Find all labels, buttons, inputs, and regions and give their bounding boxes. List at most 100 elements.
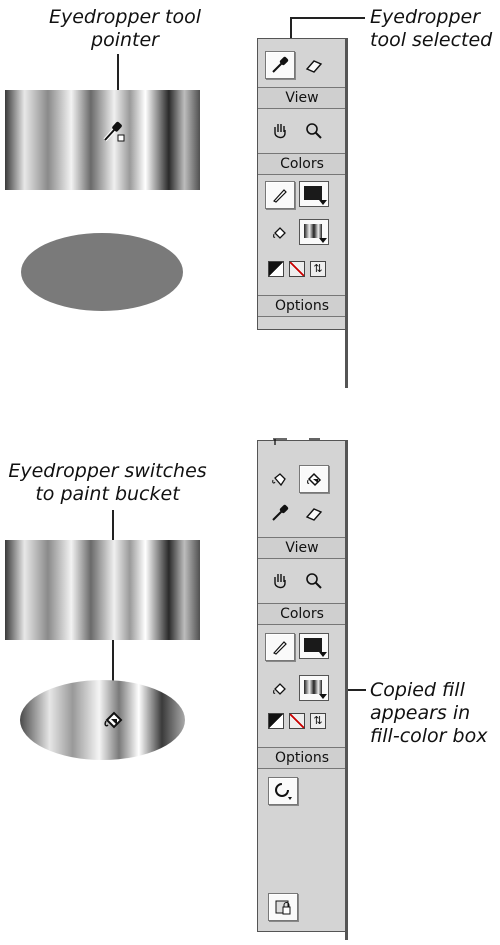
panel-border: [345, 440, 348, 940]
default-colors-button[interactable]: [268, 261, 284, 277]
lasso-tool-button[interactable]: [265, 435, 295, 449]
eyedropper-pointer-icon: [102, 117, 126, 148]
smoothing-icon: [275, 783, 292, 800]
gap-size-button[interactable]: [268, 777, 298, 805]
fill-color-label: [265, 675, 295, 703]
stroke-color-row: [265, 181, 329, 209]
section-view: View: [258, 87, 346, 109]
paint-bucket-icon: [273, 683, 286, 695]
fill-gradient-swatch: [304, 224, 322, 238]
section-options: Options: [258, 747, 346, 769]
no-color-button[interactable]: [289, 713, 305, 729]
eyedropper-tool-button[interactable]: [265, 51, 295, 79]
callout-line: appears in: [370, 702, 471, 724]
callout-line: Copied fill: [370, 679, 465, 701]
callout-line: tool selected: [370, 29, 493, 51]
chevron-down-icon: [319, 200, 327, 205]
lasso-icon: [273, 438, 287, 445]
options-row: [268, 777, 298, 805]
ink-bottle-tool-button[interactable]: [265, 465, 295, 493]
hand-icon: [274, 124, 286, 139]
section-colors: Colors: [258, 603, 346, 625]
chevron-down-icon: [319, 694, 327, 699]
eyedropper-icon: [272, 504, 289, 521]
callout-line: Eyedropper tool: [48, 6, 202, 28]
section-view: View: [258, 537, 346, 559]
tool-row: [265, 499, 329, 527]
swap-colors-button[interactable]: ⇅: [310, 713, 326, 729]
callout-line: pointer: [91, 29, 159, 51]
eraser-icon: [305, 508, 323, 521]
swap-colors-icon: ⇅: [313, 715, 323, 727]
leader-line: [338, 689, 366, 691]
fill-color-row: [265, 219, 329, 247]
callout-line: Eyedropper: [370, 6, 481, 28]
tool-row: [265, 567, 329, 595]
ink-bottle-icon: [272, 473, 286, 487]
swap-colors-icon: ⇅: [313, 263, 323, 275]
leader-line: [117, 54, 119, 124]
gray-ellipse: [21, 233, 183, 311]
color-mode-row: ⇅: [268, 713, 326, 729]
stroke-color-label: [265, 633, 295, 661]
stroke-color-swatch: [304, 186, 322, 200]
chevron-down-icon: [319, 238, 327, 243]
section-options: Options: [258, 295, 346, 317]
lock-fill-button[interactable]: [268, 893, 298, 921]
magnifier-icon: [306, 573, 322, 589]
fill-gradient-swatch: [304, 680, 322, 694]
no-color-button[interactable]: [289, 261, 305, 277]
callout-line: fill-color box: [370, 725, 488, 747]
hand-tool-button[interactable]: [265, 567, 295, 595]
gradient-filled-ellipse: [20, 680, 185, 760]
toolbox-panel-bottom: View Colors: [257, 438, 347, 932]
color-mode-row: ⇅: [268, 261, 326, 277]
zoom-tool-button[interactable]: [299, 567, 329, 595]
tool-row: [265, 117, 329, 145]
paint-bucket-pointer-icon: [101, 707, 127, 738]
callout-line: Eyedropper switches: [8, 460, 207, 482]
options-row: [268, 893, 298, 921]
fill-color-box[interactable]: [299, 219, 329, 245]
leader-line: [290, 17, 365, 19]
panel-border: [345, 38, 348, 388]
pencil-icon: [273, 641, 287, 655]
fill-color-box[interactable]: [299, 675, 329, 701]
paint-bucket-tool-button[interactable]: [299, 465, 329, 493]
paint-bucket-icon: [307, 472, 322, 487]
pen-icon: [309, 438, 320, 440]
default-colors-button[interactable]: [268, 713, 284, 729]
section-colors: Colors: [258, 153, 346, 175]
eyedropper-tool-button[interactable]: [265, 499, 295, 527]
stroke-color-row: [265, 633, 329, 661]
chevron-down-icon: [319, 652, 327, 657]
stroke-color-box[interactable]: [299, 633, 329, 659]
gradient-rectangle-top: [5, 90, 200, 190]
zoom-tool-button[interactable]: [299, 117, 329, 145]
magnifier-icon: [306, 123, 322, 139]
eraser-tool-button[interactable]: [299, 51, 329, 79]
lock-fill-icon: [275, 900, 291, 915]
callout-copied-fill: Copied fill appears in fill-color box: [370, 679, 500, 748]
tool-row: [265, 51, 329, 79]
callout-eyedropper-selected: Eyedropper tool selected: [370, 6, 500, 52]
eraser-tool-button[interactable]: [299, 499, 329, 527]
tool-row: [265, 435, 329, 449]
callout-eyedropper-pointer: Eyedropper tool pointer: [40, 6, 210, 52]
stroke-color-swatch: [304, 638, 322, 652]
stroke-color-label: [265, 181, 295, 209]
toolbox-panel-top: View Colors: [257, 38, 347, 330]
pencil-icon: [273, 189, 287, 203]
eyedropper-icon: [272, 56, 289, 73]
leader-line: [290, 17, 292, 55]
pen-tool-button[interactable]: [299, 435, 329, 449]
fill-color-label: [265, 219, 295, 247]
hand-tool-button[interactable]: [265, 117, 295, 145]
callout-line: to paint bucket: [35, 483, 180, 505]
callout-eyedropper-switches: Eyedropper switches to paint bucket: [0, 460, 215, 506]
paint-bucket-icon: [273, 227, 286, 239]
eraser-icon: [305, 60, 323, 73]
stroke-color-box[interactable]: [299, 181, 329, 207]
fill-color-row: [265, 675, 329, 703]
swap-colors-button[interactable]: ⇅: [310, 261, 326, 277]
